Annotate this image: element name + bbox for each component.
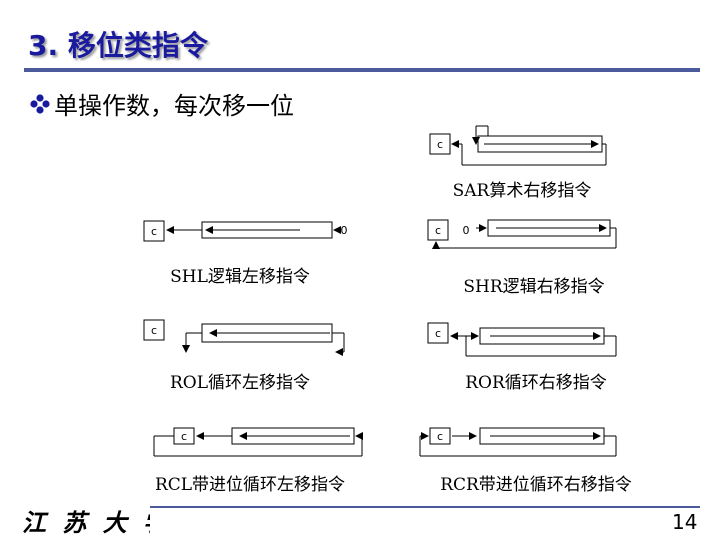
rcl-diagram (153, 427, 363, 457)
shl-carry-label: c (151, 225, 157, 238)
rcr-carry-box (429, 427, 451, 445)
shr-carry-box (427, 219, 449, 241)
footer-divider (150, 506, 700, 508)
sar-diagram (429, 125, 607, 166)
shl-caption: SHL逻辑左移指令 (170, 267, 310, 287)
shl-diagram (143, 220, 341, 242)
ror-carry-box (427, 322, 449, 344)
sar-carry-box (429, 133, 451, 155)
rcl-caption: RCL带进位循环左移指令 (154, 475, 346, 495)
rcl-carry-label: c (181, 430, 187, 443)
ror-carry-label: c (435, 327, 441, 340)
sar-carry-label: c (437, 138, 443, 151)
slide-title: 3. 移位类指令 (28, 29, 208, 62)
shr-carry-label: c (435, 224, 441, 237)
diamond-bullet-icon (30, 93, 50, 114)
rol-carry-label: c (151, 324, 157, 337)
sar-caption: SAR算术右移指令 (452, 181, 592, 201)
svg-text:江 苏 大 学: 江 苏 大 学 (22, 508, 150, 536)
rcr-diagram (419, 427, 617, 457)
shl-fill-label: 0 (341, 224, 348, 237)
bullet-text: 单操作数，每次移一位 (54, 92, 294, 120)
shl-carry-box (143, 220, 165, 242)
shr-caption: SHR逻辑右移指令 (463, 277, 605, 297)
ror-caption: ROR循环右移指令 (465, 373, 607, 393)
page-number: 14 (672, 510, 698, 534)
rol-carry-box (143, 319, 165, 341)
bullet-item: 单操作数，每次移一位 (30, 86, 294, 121)
ror-diagram (427, 322, 617, 357)
rol-diagram (143, 319, 345, 356)
rcr-carry-label: c (437, 430, 443, 443)
rol-caption: ROL循环左移指令 (169, 373, 311, 393)
rcr-caption: RCR带进位循环右移指令 (440, 475, 632, 495)
title-divider (24, 68, 700, 72)
shr-fill-label: 0 (463, 224, 470, 237)
university-logo: 江 苏 大 学 (22, 508, 150, 536)
shr-diagram (427, 219, 617, 249)
